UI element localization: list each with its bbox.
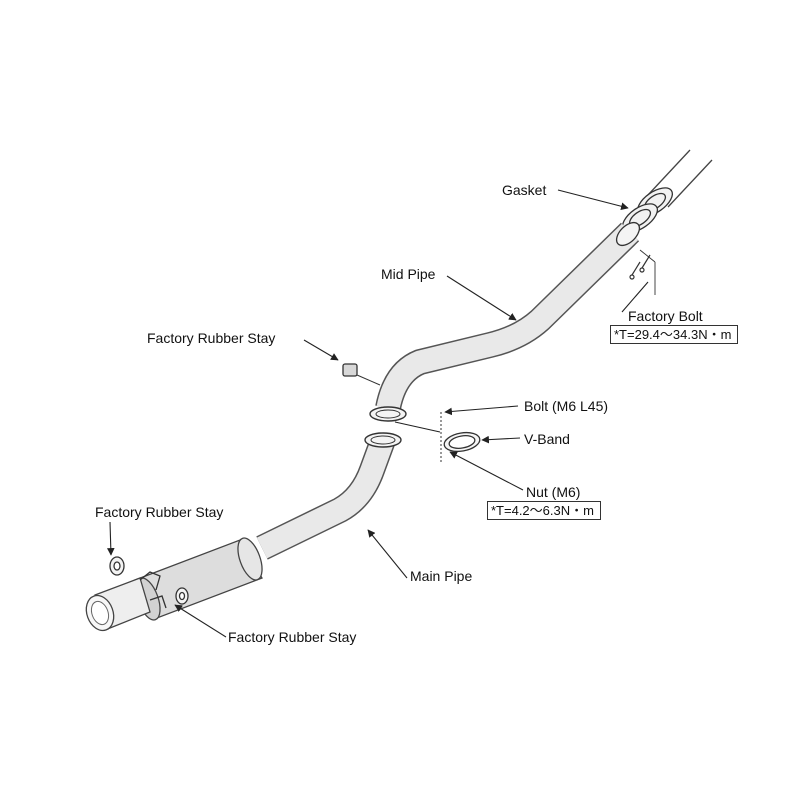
label-factory-rubber-stay-top: Factory Rubber Stay [147, 330, 276, 346]
mid-pipe-shape [369, 221, 641, 422]
label-nut-torque: *T=4.2～6.3N・m [487, 501, 601, 520]
v-band-shape [440, 412, 481, 462]
label-v-band: V-Band [524, 431, 570, 447]
main-pipe-shape [256, 432, 402, 560]
label-factory-rubber-stay-left: Factory Rubber Stay [95, 504, 224, 520]
label-gasket: Gasket [502, 182, 547, 198]
label-mid-pipe: Mid Pipe [381, 266, 436, 282]
muffler-shape [134, 537, 263, 621]
factory-bolts [629, 249, 656, 295]
rubber-stays [109, 363, 381, 605]
label-nut: Nut (M6) [526, 484, 581, 500]
factory-pipe [647, 149, 713, 208]
label-factory-rubber-stay-bottom: Factory Rubber Stay [228, 629, 357, 645]
leader-lines [106, 189, 649, 638]
label-main-pipe: Main Pipe [410, 568, 473, 584]
muffler-hanger [139, 571, 167, 609]
label-factory-bolt-torque: *T=29.4～34.3N・m [610, 325, 739, 344]
tail-pipe-shape [85, 577, 151, 632]
label-factory-bolt: Factory Bolt [628, 308, 703, 324]
label-bolt: Bolt (M6 L45) [524, 398, 609, 414]
